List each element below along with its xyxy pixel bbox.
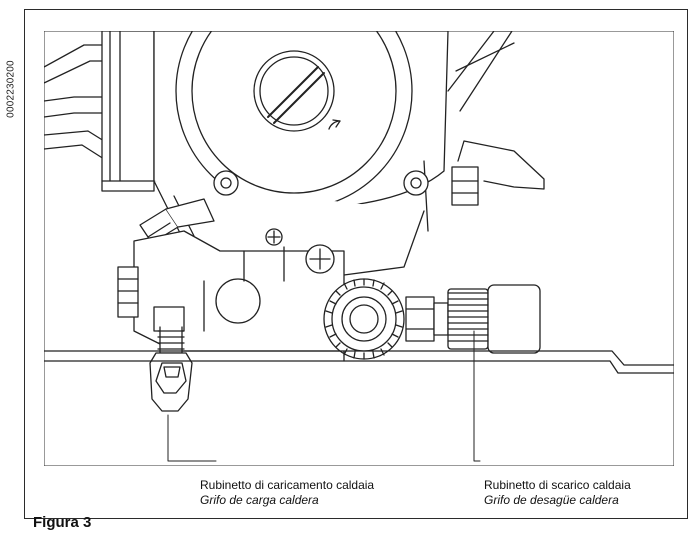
fill-tap-label-it: Rubinetto di caricamento caldaia	[200, 478, 375, 492]
drain-tap-label: Rubinetto di scarico caldaia Grifo de de…	[484, 478, 631, 508]
document-code: 0002230200	[4, 34, 18, 144]
drain-tap-label-it: Rubinetto di scarico caldaia	[484, 478, 631, 492]
pump-screws	[213, 170, 429, 196]
pipe-top-right	[447, 31, 545, 206]
figure-title: Figura 3	[33, 514, 92, 531]
fill-tap	[149, 306, 193, 412]
fitting-left	[139, 198, 215, 244]
figure-frame	[24, 9, 688, 519]
fill-tap-label-es: Grifo de carga caldera	[200, 493, 319, 507]
fill-tap-label: Rubinetto di caricamento caldaia Grifo d…	[200, 478, 374, 508]
technical-drawing	[44, 31, 674, 466]
chassis	[44, 350, 674, 374]
pipes-top-left	[44, 44, 105, 160]
document-code-text: 0002230200	[5, 60, 17, 118]
leader-lines	[167, 330, 481, 462]
drain-tap-label-es: Grifo de desagüe caldera	[484, 493, 619, 507]
drain-tap	[323, 278, 541, 360]
